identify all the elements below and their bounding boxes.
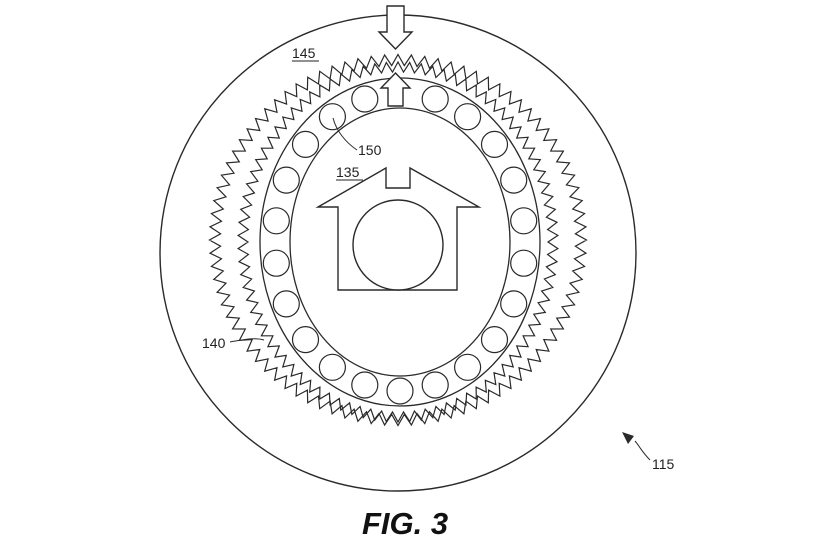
bearing-ball — [480, 130, 509, 158]
bearing-inner-race — [289, 107, 511, 377]
bearing-ball — [318, 353, 346, 381]
leader-line-140 — [229, 338, 265, 343]
label-135: 135 — [336, 164, 360, 180]
output-arrow-up-icon — [379, 71, 412, 107]
bearing-ball — [318, 103, 346, 131]
wave-generator-bore — [352, 199, 444, 291]
bearing-ball — [480, 326, 509, 354]
bearing-ball — [291, 326, 320, 354]
figure-caption: FIG. 3 — [362, 506, 448, 541]
label-115: 115 — [652, 456, 675, 472]
bearing-balls — [262, 85, 538, 405]
bearing-ball — [510, 207, 538, 235]
bearing-ball — [272, 166, 300, 194]
bearing-ball — [500, 166, 528, 194]
leader-line-115 — [634, 440, 651, 461]
leader-line-150 — [332, 117, 358, 151]
bearing-ball — [272, 290, 300, 318]
bearing-ball — [421, 371, 449, 399]
bearing-ball — [291, 130, 320, 158]
bearing-ball — [351, 371, 379, 399]
circular-spline-gear — [208, 53, 588, 427]
input-arrow-down-icon — [377, 5, 414, 51]
bearing-ball — [386, 377, 414, 405]
bearing-ball — [351, 85, 379, 113]
label-145: 145 — [292, 45, 316, 61]
bearing-ball — [454, 353, 482, 381]
bearing-ball — [500, 290, 528, 318]
label-150: 150 — [358, 142, 382, 158]
bearing-ball — [262, 207, 290, 235]
bearing-ball — [262, 249, 290, 277]
bearing-ball — [454, 103, 482, 131]
flexspline-gear — [236, 60, 560, 424]
bearing-ball — [510, 249, 538, 277]
bearing-ball — [421, 85, 449, 113]
pointer-arrow-115-icon — [622, 432, 634, 444]
label-140: 140 — [202, 335, 226, 351]
